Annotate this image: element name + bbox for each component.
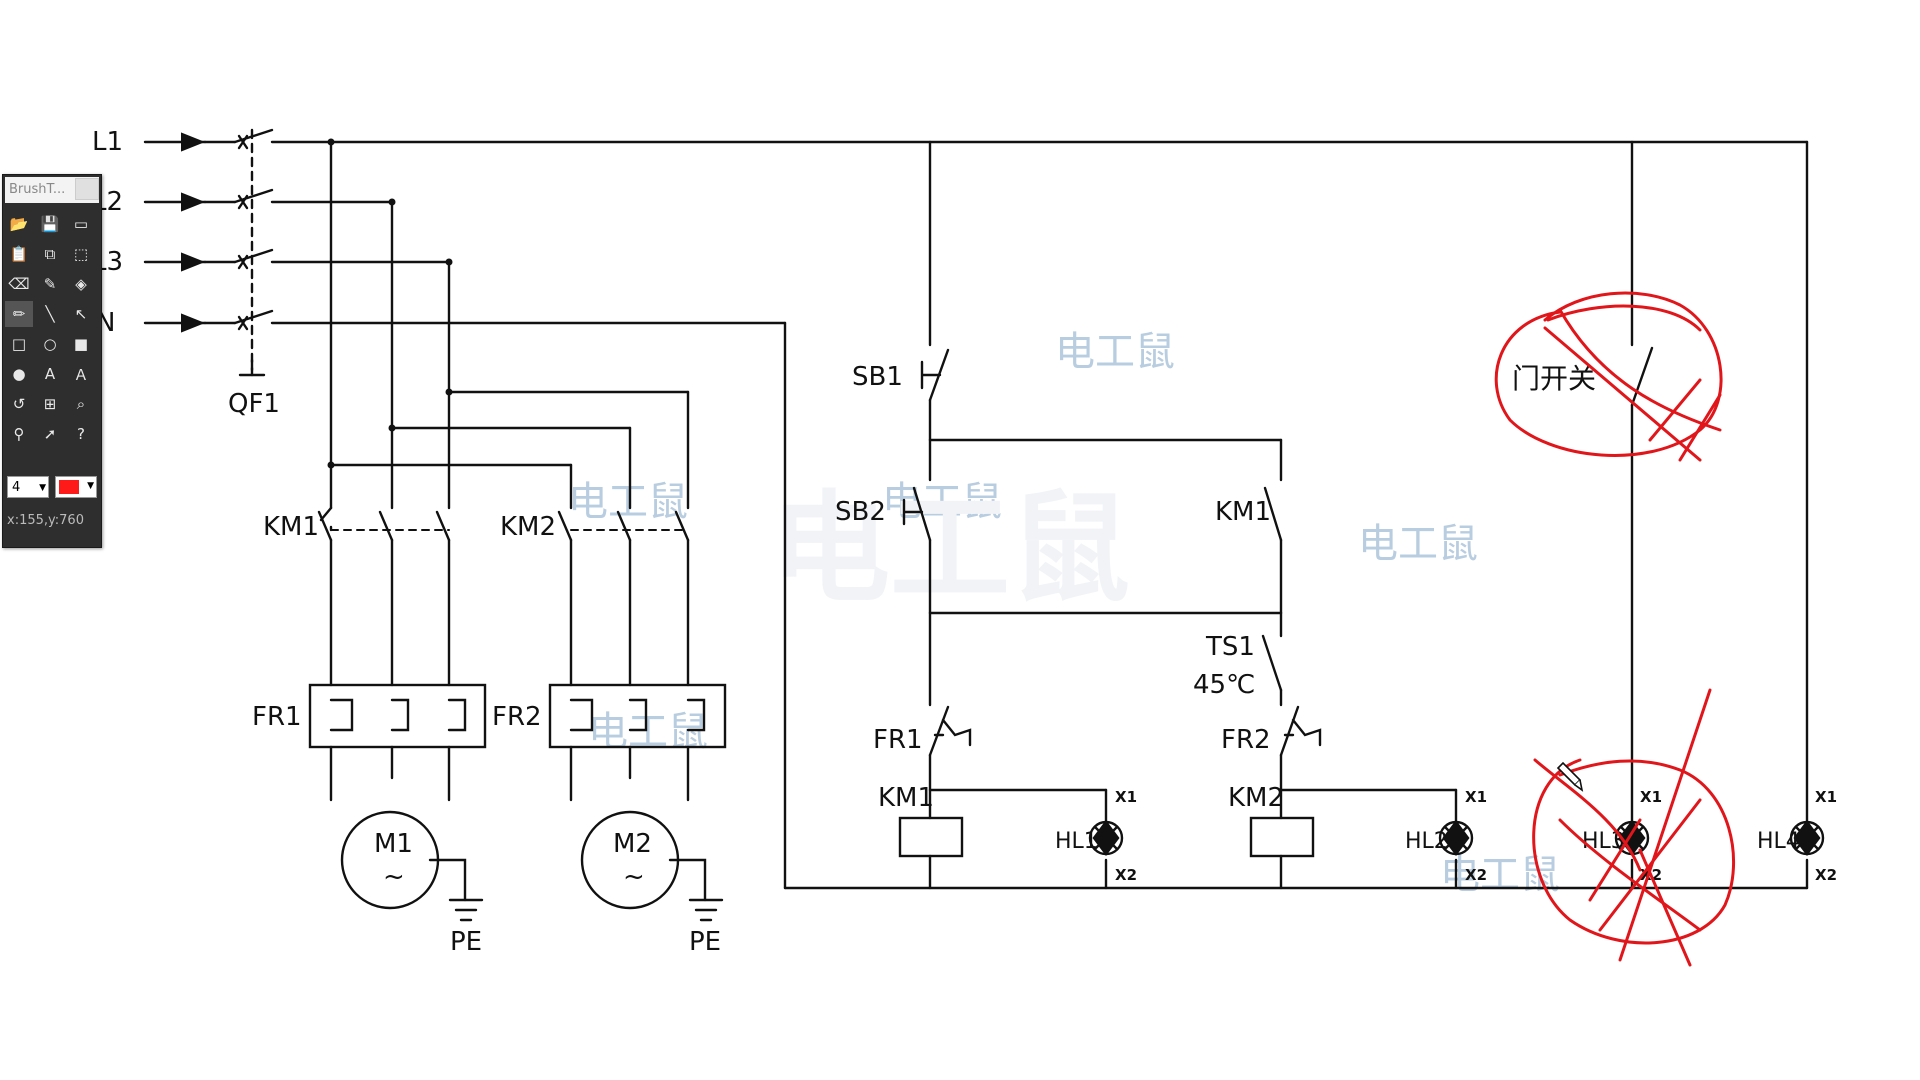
label-fr1-ctrl: FR1	[873, 725, 923, 755]
screen-icon[interactable]: ▭	[73, 215, 89, 233]
label-m2-tilde: ~	[623, 862, 645, 892]
label-m2: M2	[613, 829, 652, 859]
label-hl4: HL4	[1757, 829, 1800, 854]
fill-icon[interactable]: ◈	[75, 275, 87, 293]
eyedropper-icon[interactable]: ✎	[43, 275, 57, 293]
label-m1-tilde: ~	[383, 862, 405, 892]
brush-color-select[interactable]: ▼	[55, 476, 97, 498]
red-annotations	[1494, 291, 1736, 967]
rectangle-icon[interactable]: □	[11, 335, 27, 353]
eraser-icon[interactable]: ⌫	[8, 275, 30, 293]
label-x1-hl3: X1	[1640, 788, 1662, 806]
watermark-3: 电工鼠	[882, 479, 1002, 525]
select-rect-icon[interactable]: ⬚	[73, 245, 89, 263]
label-qf1: QF1	[228, 389, 280, 419]
filled-ellipse-icon[interactable]: ●	[12, 365, 26, 383]
brush-size-select[interactable]: 4 ▼	[7, 476, 49, 498]
watermark-2: 电工鼠	[568, 479, 688, 525]
label-km2-power: KM2	[500, 512, 556, 542]
pointer-icon[interactable]: ➚	[43, 425, 57, 443]
undo-icon[interactable]: ↺	[12, 395, 26, 413]
watermark-4: 电工鼠	[1358, 521, 1478, 567]
label-l1: L1	[92, 127, 123, 157]
label-x1-hl2: X1	[1465, 788, 1487, 806]
label-km1-power: KM1	[263, 512, 319, 542]
chevron-down-icon: ▼	[87, 481, 94, 491]
label-ts1: TS1	[1205, 632, 1255, 662]
watermark-6: 电工鼠	[1440, 852, 1560, 898]
zoom-icon[interactable]: ⌕	[76, 395, 86, 413]
lamp-hl2	[1438, 820, 1474, 856]
lamp-hl4	[1789, 820, 1825, 856]
filled-rect-icon[interactable]: ■	[73, 335, 89, 353]
label-sb1: SB1	[852, 362, 903, 392]
chevron-down-icon: ▼	[39, 483, 46, 493]
label-fr2-ctrl: FR2	[1221, 725, 1271, 755]
open-icon[interactable]: 📂	[9, 215, 29, 233]
label-km2-coil: KM2	[1228, 783, 1284, 813]
label-m1: M1	[374, 829, 413, 859]
pencil-cursor	[1556, 761, 1584, 792]
label-km1-aux: KM1	[1215, 497, 1271, 527]
label-hl1: HL1	[1055, 829, 1098, 854]
lamps	[1088, 820, 1825, 856]
label-x1-hl4: X1	[1815, 788, 1837, 806]
text-outline-icon[interactable]: Ａ	[73, 365, 89, 384]
arrow-icon[interactable]: ↖	[74, 305, 88, 323]
brush-size-value: 4	[12, 480, 21, 495]
watermark-big: 电工鼠	[770, 480, 1130, 619]
label-door-switch: 门开关	[1512, 362, 1596, 395]
label-hl2: HL2	[1405, 829, 1448, 854]
label-sb2: SB2	[835, 497, 886, 527]
line-icon[interactable]: ╲	[45, 305, 55, 323]
label-x2-hl2: X2	[1465, 866, 1487, 884]
grid-icon[interactable]: ⊞	[43, 395, 57, 413]
pen-icon[interactable]: ✏	[5, 301, 33, 327]
label-ts1-temp: 45℃	[1193, 670, 1255, 700]
ellipse-icon[interactable]: ○	[43, 335, 57, 353]
label-pe-1: PE	[450, 927, 482, 957]
help-icon[interactable]: ?	[77, 425, 85, 443]
toolbox-close-button[interactable]	[75, 178, 99, 200]
color-swatch	[59, 480, 79, 494]
label-x2-hl1: X2	[1115, 866, 1137, 884]
label-km1-coil: KM1	[878, 783, 934, 813]
label-x1-hl1: X1	[1115, 788, 1137, 806]
paste-icon[interactable]: 📋	[9, 245, 29, 263]
lamp-hl1	[1088, 820, 1124, 856]
copy-icon[interactable]: ⧉	[44, 245, 56, 263]
breaker-qf1	[233, 128, 274, 377]
coordinate-readout: x:155,y:760	[7, 513, 84, 528]
label-pe-2: PE	[689, 927, 721, 957]
text-icon[interactable]: A	[44, 365, 56, 383]
label-fr1-power: FR1	[252, 702, 302, 732]
save-icon[interactable]: 💾	[40, 215, 60, 233]
label-x2-hl4: X2	[1815, 866, 1837, 884]
watermark-1: 电工鼠	[1055, 329, 1175, 375]
label-fr2-power: FR2	[492, 702, 542, 732]
pin-icon[interactable]: ⚲	[13, 425, 25, 443]
